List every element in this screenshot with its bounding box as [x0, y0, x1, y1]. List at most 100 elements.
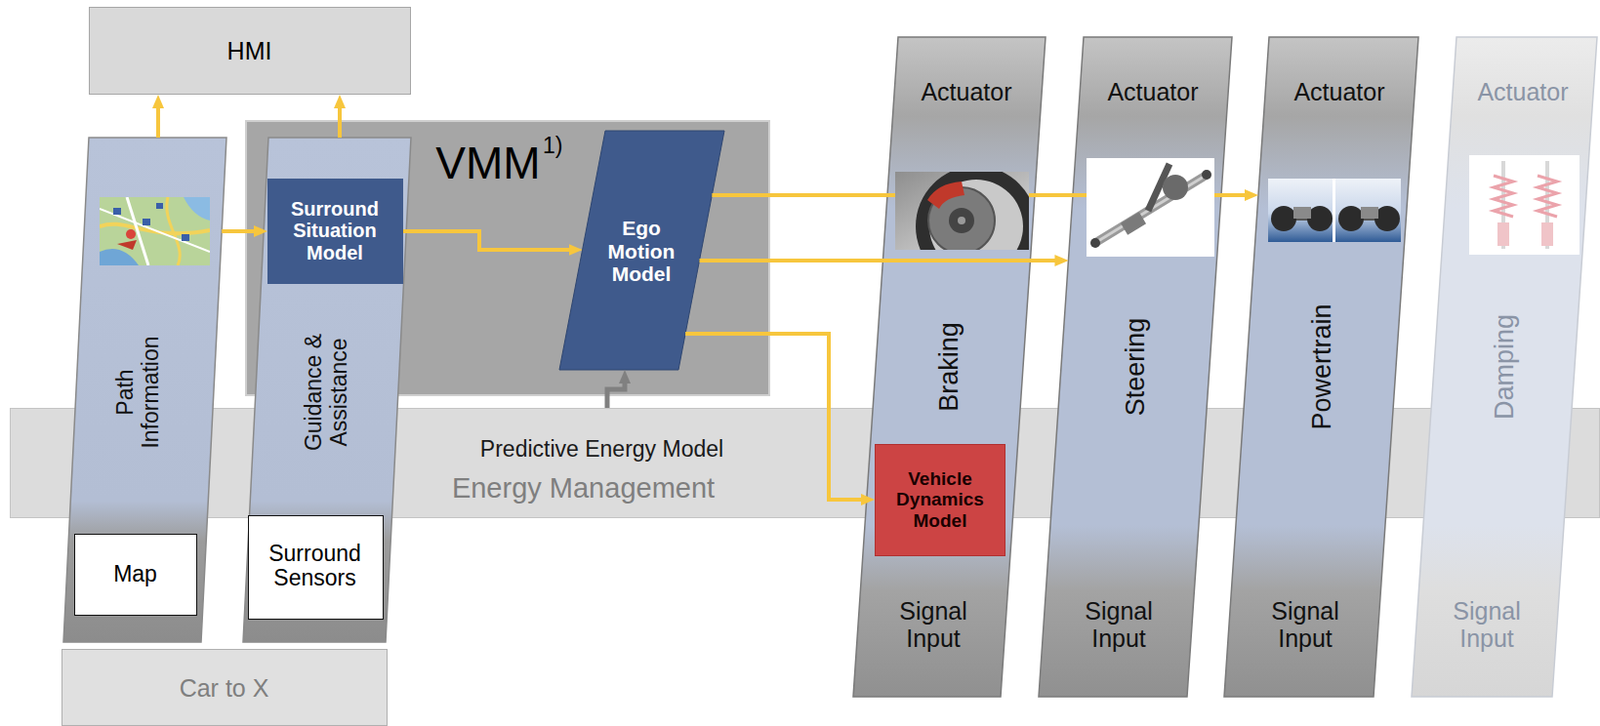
path-column: Map Path Information [63, 137, 227, 643]
column-label: Damping [1489, 314, 1519, 420]
powertrain-illustration-part [1271, 205, 1297, 232]
footnote-mark: 1) [542, 133, 563, 160]
map-icon-part [99, 208, 210, 252]
map-icon-part [99, 197, 210, 266]
column-footer: Signal Input [1437, 597, 1536, 653]
column-footer: Signal Input [1069, 597, 1168, 653]
column-footer: Signal Input [1256, 597, 1354, 653]
powertrain-illustration-part [1374, 205, 1400, 232]
map-icon-part [156, 203, 164, 209]
actuator-column: Vehicle Dynamics Model ActuatorBrakingSig… [853, 37, 1046, 698]
map-icon-part [99, 248, 139, 266]
map-icon-part [126, 197, 149, 266]
group-title: VMM [435, 138, 540, 190]
path-column-shape [63, 137, 227, 643]
column-footer: Signal Input [884, 597, 983, 653]
flow-arrow [685, 333, 867, 500]
map-icon-part [183, 197, 210, 221]
powertrain-illustration-part [1332, 178, 1336, 243]
situation-box: Surround Situation Model [267, 178, 404, 285]
brake-illustration [895, 171, 1029, 250]
actuator-column: ActuatorSteeringSignal Input [1038, 37, 1232, 698]
steering-illustration [1086, 158, 1215, 257]
powertrain-illustration-part [1360, 206, 1379, 219]
damper-illustration-part [1541, 222, 1554, 247]
guidance-column: Surround Situation ModelSurround Sensors… [243, 137, 411, 643]
damper-illustration-part [1501, 161, 1506, 249]
steering-illustration-part [1162, 174, 1189, 201]
hmi-box: HMI [88, 6, 411, 95]
band-sublabel: Predictive Energy Model [480, 437, 724, 463]
node-label: Vehicle Dynamics Model [886, 468, 994, 532]
steering-illustration-part [1086, 158, 1215, 257]
band-label: Energy Management [451, 471, 715, 503]
damper-illustration-part [1537, 175, 1558, 217]
column-label: Braking [934, 322, 964, 412]
actuator-column-shape [853, 37, 1046, 698]
column-label: Guidance & Assistance [301, 328, 353, 456]
steering-illustration-part [1201, 169, 1212, 180]
powertrain-illustration-part [1268, 178, 1401, 243]
brake-illustration-part [929, 179, 1024, 250]
map-icon-part [113, 207, 122, 215]
flow-arrow [221, 229, 260, 234]
brake-illustration-part [895, 171, 1029, 250]
steering-illustration-part [1120, 211, 1147, 235]
node-label: Map [113, 562, 158, 588]
powertrain-illustration-part [1274, 216, 1330, 221]
brake-illustration-part [928, 187, 995, 250]
brake-illustration-part [957, 216, 966, 225]
column-label: Powertrain [1307, 303, 1337, 430]
node-label: Surround Situation Model [281, 198, 389, 264]
powertrain-illustration-part [1339, 216, 1396, 221]
flow-arrow [711, 193, 1251, 198]
steering-illustration-part [1148, 164, 1170, 211]
damper-illustration-part [1545, 161, 1550, 249]
guidance-column-shape [243, 137, 411, 643]
map-icon [99, 197, 210, 266]
flow-arrow [156, 102, 161, 138]
brake-illustration-part [948, 207, 975, 234]
column-heading: Actuator [1107, 78, 1198, 106]
actuator-column-shape [1224, 37, 1419, 698]
node-label: HMI [227, 37, 273, 65]
brake-illustration-part [927, 181, 965, 209]
map-icon-part [166, 197, 180, 266]
sensor-box: Surround Sensors [247, 515, 384, 620]
brake-illustration-part [915, 171, 1029, 250]
column-heading: Actuator [1293, 78, 1385, 106]
powertrain-illustration-part [1293, 206, 1312, 219]
actuator-column-shape [1038, 37, 1232, 698]
car-to-x-box: Car to X [61, 649, 388, 726]
node-label: Surround Sensors [258, 541, 371, 593]
flow-arrow [698, 258, 1061, 263]
map-icon-part [142, 218, 151, 226]
map-box: Map [74, 533, 198, 616]
column-label: Steering [1120, 318, 1150, 417]
flow-arrow [607, 377, 625, 409]
damper-illustration-part [1497, 222, 1510, 247]
column-heading: Actuator [1476, 78, 1568, 106]
steering-illustration-part [1093, 173, 1209, 245]
map-icon-part [125, 229, 136, 240]
damper-illustration-part [1493, 175, 1514, 217]
damper-illustration [1469, 155, 1580, 255]
damper-illustration-part [1469, 155, 1580, 255]
steering-illustration-part [1093, 173, 1209, 245]
map-icon-part [117, 240, 137, 250]
steering-illustration-part [1090, 238, 1101, 248]
powertrain-illustration [1268, 178, 1401, 243]
map-icon-part [181, 234, 190, 242]
flow-arrow [337, 102, 342, 138]
map-icon-part [99, 224, 210, 235]
actuator-column: ActuatorPowertrainSignal Input [1224, 37, 1419, 698]
dynamics-box: Vehicle Dynamics Model [874, 444, 1006, 557]
node-label: Car to X [179, 674, 270, 702]
powertrain-illustration-part [1338, 205, 1364, 232]
column-label: Path Information [113, 328, 165, 456]
column-heading: Actuator [920, 78, 1012, 106]
node-label: Ego Motion Model [602, 216, 681, 287]
